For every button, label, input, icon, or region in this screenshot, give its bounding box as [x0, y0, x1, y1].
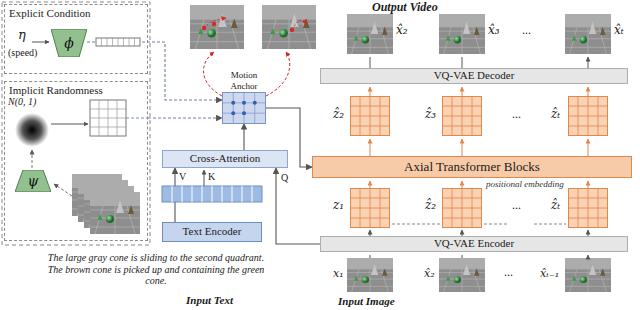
node-label: VQ-VAE Encoder [434, 237, 514, 250]
node-label: Cross-Attention [190, 152, 260, 165]
module-box: Cross-Attention [162, 150, 288, 168]
connector-arrow [243, 124, 244, 150]
frame-symbol: x̂ₜ [614, 24, 624, 38]
module-bar: VQ-VAE Encoder [320, 236, 628, 252]
panel-heading: Explicit Condition [5, 5, 147, 22]
motion-anchor: Motion Anchor [222, 70, 266, 124]
output-frames [347, 14, 611, 68]
condition-encoder: ϕ [51, 29, 87, 57]
ellipsis: ... [512, 199, 521, 213]
node-label: Axial Transformer Blocks [404, 159, 540, 175]
section-title: Output Video [372, 1, 438, 15]
section-title: Input Text [186, 294, 233, 307]
ellipsis: ... [504, 266, 513, 280]
node-label: ψ [28, 174, 39, 188]
ellipsis: ... [522, 24, 531, 38]
attention-input: V [178, 171, 187, 183]
node-label: Text Encoder [183, 225, 242, 238]
connector-arrow [148, 117, 222, 118]
video-stack [32, 150, 140, 234]
speed-input-arrow [32, 42, 49, 43]
noise-grid [90, 100, 148, 136]
frame-symbol: x̂₂ [396, 24, 408, 38]
frame-symbol: x̂₂ [424, 268, 435, 281]
node-label: Motion Anchor [222, 70, 266, 92]
token-symbol: ẑₜ [551, 108, 560, 122]
anchor-trajectory-arrows [204, 52, 290, 96]
left-panel [2, 2, 150, 245]
attention-key: K [208, 171, 215, 183]
token-symbol: ẑₜ [551, 199, 560, 213]
node-label: ϕ [64, 36, 74, 50]
token-symbol: z₁ [333, 199, 344, 213]
node-label: VQ-VAE Decoder [434, 69, 515, 82]
distribution-label: N(0, 1) [8, 96, 36, 108]
ellipsis: ... [512, 108, 521, 122]
frame-symbol: x̂₃ [488, 24, 500, 38]
note-label: positional embedding [486, 179, 564, 189]
transformer-bar: Axial Transformer Blocks [312, 156, 632, 178]
text-token-strip [162, 170, 262, 202]
speed-symbol: η [18, 28, 26, 43]
connector-arrow [87, 42, 222, 100]
input-token-grids [350, 181, 608, 236]
token-symbol: ẑ₃ [425, 108, 436, 122]
section-title: Input Image [338, 295, 395, 308]
speed-note: (speed) [8, 47, 37, 59]
module-box: Text Encoder [162, 222, 262, 242]
token-symbol: ẑ₂ [333, 108, 344, 122]
connector-arrow [276, 168, 320, 244]
condition-embedding [96, 38, 140, 46]
noise-blob [15, 113, 88, 147]
input-frames [347, 255, 611, 292]
input-text: The large gray cone is sliding to the se… [40, 252, 272, 287]
predicted-token-grids [350, 87, 608, 156]
anchor-grid [222, 92, 266, 124]
frame-symbol: x̂ₜ₋₁ [540, 268, 559, 281]
frame-symbol: x₁ [333, 268, 344, 281]
module-bar: VQ-VAE Decoder [320, 68, 628, 84]
trajectory-thumbnails [190, 5, 316, 49]
token-symbol: ẑ₂ [425, 199, 436, 213]
attention-input: Q [280, 172, 289, 184]
video-encoder: ψ [15, 170, 51, 192]
